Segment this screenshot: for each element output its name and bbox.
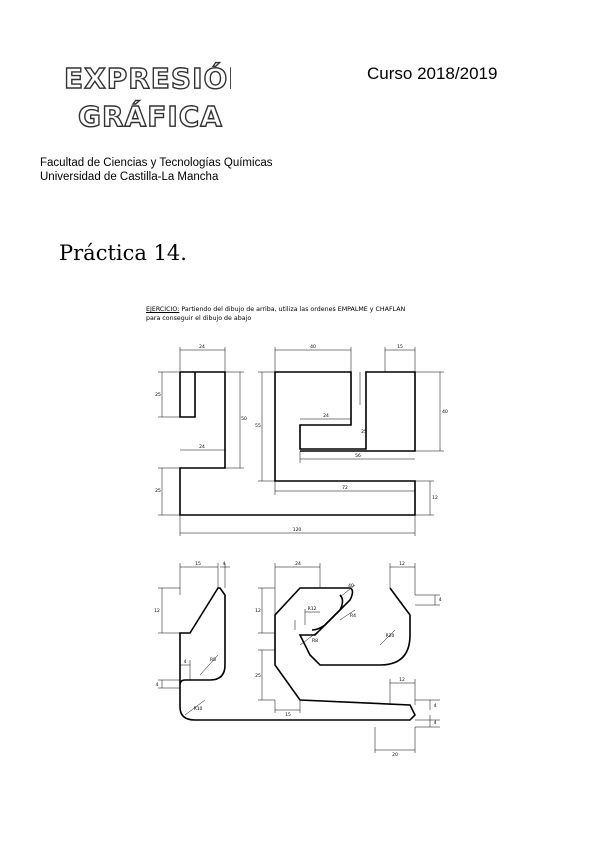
- dim-text: 12: [399, 561, 405, 567]
- dim-text: 4: [156, 682, 159, 688]
- dim-text: 40: [442, 409, 448, 415]
- exercise-line2: para conseguir el dibujo de abajo: [146, 315, 252, 322]
- dim-text: 120: [293, 527, 302, 533]
- dim-text: 25: [155, 488, 161, 494]
- university-name: Universidad de Castilla-La Mancha: [40, 171, 219, 183]
- logo-line1: EXPRESIÓN: [64, 61, 231, 95]
- top-technical-drawing: 24 40 15 25 50 55 40 24 24 25 56 25 72 1…: [155, 344, 448, 536]
- dim-text: R4: [350, 613, 356, 619]
- dim-text: 40: [348, 583, 354, 589]
- dim-text: 4: [184, 659, 187, 665]
- dim-text: 15: [195, 561, 201, 567]
- expresion-grafica-logo: EXPRESIÓN GRÁFICA: [56, 58, 252, 138]
- bottom-drawing-dimension-texts: 15 4 24 12 12 40 12 R8 4 R4 R8 R20 4 R10…: [154, 561, 441, 758]
- dim-text: 20: [392, 752, 398, 758]
- top-drawing-dimension-texts: 24 40 15 25 50 55 40 24 24 25 56 25 72 1…: [155, 344, 448, 533]
- dim-text: 15: [285, 712, 291, 718]
- dim-text: 50: [241, 416, 247, 422]
- dim-text: 24: [323, 413, 329, 419]
- dim-text: 56: [355, 453, 361, 459]
- dim-text: 12: [399, 677, 405, 683]
- dim-text: 12: [255, 608, 261, 614]
- dim-text: 72: [342, 485, 348, 491]
- institution-block: Facultad de Ciencias y Tecnologías Quími…: [40, 156, 272, 184]
- dim-text: 4: [434, 720, 437, 726]
- dim-text: 24: [199, 444, 205, 450]
- exercise-statement: EJERCICIO: Partiendo del dibujo de arrib…: [146, 305, 405, 323]
- dim-text: R10: [194, 706, 203, 712]
- top-drawing-outline: [179, 371, 416, 516]
- dim-text: R8: [312, 638, 318, 644]
- dim-text: R8: [210, 657, 216, 663]
- dim-text: 25: [255, 673, 261, 679]
- bottom-technical-drawing: 15 4 24 12 12 40 12 R8 4 R4 R8 R20 4 R10…: [154, 561, 441, 758]
- course-year: Curso 2018/2019: [367, 64, 498, 83]
- bottom-drawing-dimension-lines: [158, 563, 440, 753]
- exercise-line1: Partiendo del dibujo de arriba, utiliza …: [179, 306, 406, 313]
- dim-text: 25: [361, 429, 367, 435]
- logo-line2: GRÁFICA: [78, 99, 223, 133]
- dim-text: 15: [397, 344, 403, 350]
- exercise-label: EJERCICIO:: [146, 306, 180, 313]
- dim-text: 4: [434, 703, 437, 709]
- bottom-drawing-outline: [179, 587, 416, 721]
- top-drawing-dimension-lines: [158, 347, 444, 536]
- dim-text: 12: [432, 495, 438, 501]
- dim-text: 40: [310, 344, 316, 350]
- dim-text: 25: [155, 392, 161, 398]
- dim-text: R20: [386, 633, 395, 639]
- dim-text: 12: [154, 608, 160, 614]
- dim-text: 55: [255, 423, 261, 429]
- dim-text: R12: [308, 606, 317, 612]
- dim-text: 4: [439, 597, 442, 603]
- dim-text: 4: [223, 561, 226, 567]
- dim-text: 24: [295, 561, 301, 567]
- dim-text: 24: [199, 344, 205, 350]
- practice-title: Práctica 14.: [59, 241, 187, 265]
- faculty-name: Facultad de Ciencias y Tecnologías Quími…: [40, 157, 273, 169]
